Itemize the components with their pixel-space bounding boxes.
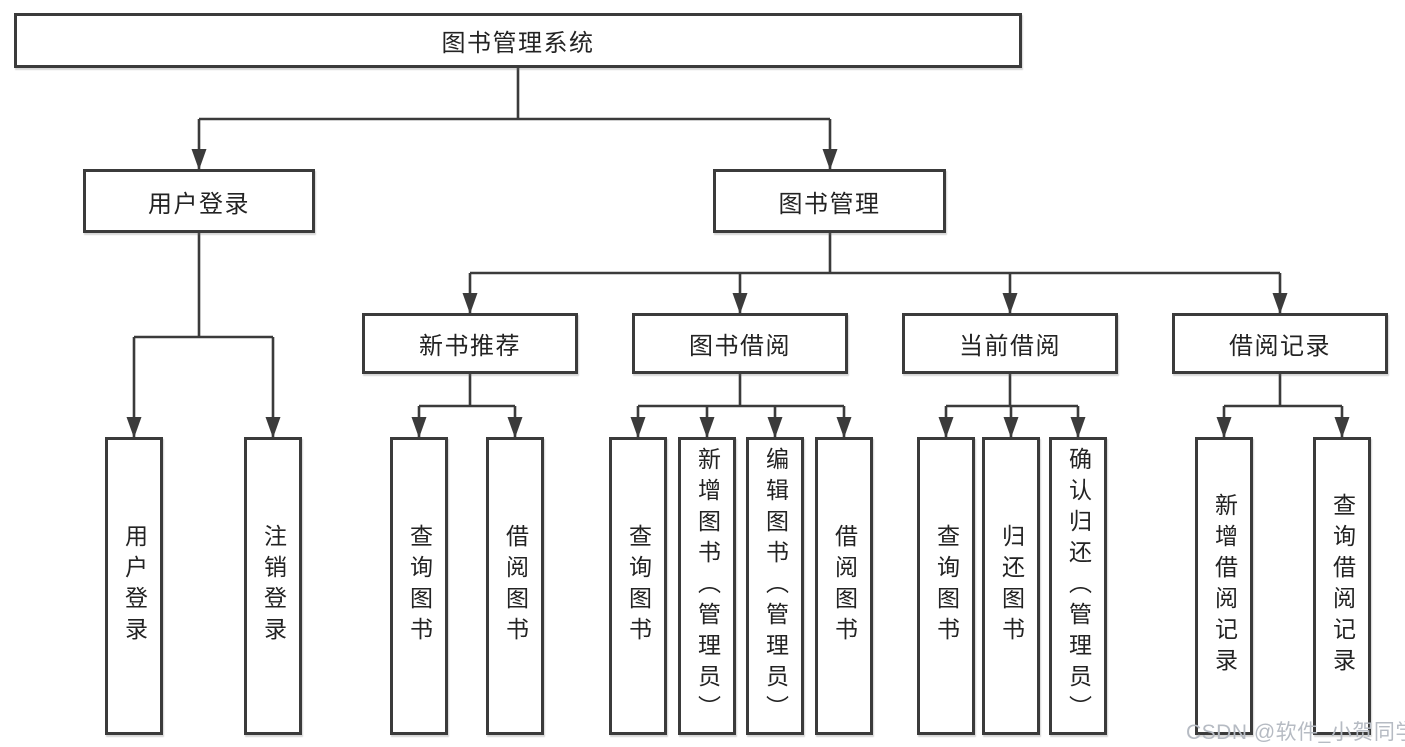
leaf-cb-return-books: 归还图书 bbox=[982, 437, 1040, 735]
leaf-user-login: 用户登录 bbox=[105, 437, 163, 735]
node-user-login-label: 用户登录 bbox=[148, 190, 250, 218]
node-book-management-label: 图书管理 bbox=[778, 190, 881, 218]
leaf-nb-query-books-label: 查询图书 bbox=[406, 524, 433, 648]
leaf-bb-add-books-admin-label: 新增图书（管理员） bbox=[694, 446, 721, 726]
leaf-query-borrow-record-label: 查询借阅记录 bbox=[1329, 493, 1356, 679]
leaf-cb-query-books: 查询图书 bbox=[917, 437, 975, 735]
leaf-query-borrow-record: 查询借阅记录 bbox=[1313, 437, 1371, 735]
node-current-borrow-label: 当前借阅 bbox=[959, 333, 1061, 360]
node-root: 图书管理系统 bbox=[14, 13, 1022, 68]
leaf-bb-edit-books-admin-label: 编辑图书（管理员） bbox=[762, 446, 789, 726]
leaf-cb-query-books-label: 查询图书 bbox=[933, 524, 960, 648]
leaf-cb-return-books-label: 归还图书 bbox=[998, 524, 1025, 648]
node-new-book-recommend: 新书推荐 bbox=[362, 313, 578, 374]
node-new-book-recommend-label: 新书推荐 bbox=[419, 333, 521, 360]
node-borrow-records-label: 借阅记录 bbox=[1229, 333, 1331, 360]
node-book-management: 图书管理 bbox=[713, 169, 946, 233]
leaf-nb-borrow-books-label: 借阅图书 bbox=[502, 524, 529, 648]
leaf-add-borrow-record-label: 新增借阅记录 bbox=[1211, 493, 1238, 679]
leaf-logout: 注销登录 bbox=[244, 437, 302, 735]
node-current-borrow: 当前借阅 bbox=[902, 313, 1118, 374]
csdn-watermark: CSDN @软件_小贺同学 bbox=[1186, 721, 1405, 744]
node-book-borrow: 图书借阅 bbox=[632, 313, 848, 374]
node-user-login: 用户登录 bbox=[83, 169, 315, 233]
leaf-bb-borrow-books: 借阅图书 bbox=[815, 437, 873, 735]
node-borrow-records: 借阅记录 bbox=[1172, 313, 1388, 374]
leaf-bb-edit-books-admin: 编辑图书（管理员） bbox=[746, 437, 804, 735]
leaf-logout-label: 注销登录 bbox=[260, 524, 287, 648]
leaf-user-login-label: 用户登录 bbox=[121, 524, 148, 648]
leaf-bb-query-books: 查询图书 bbox=[609, 437, 667, 735]
leaf-bb-add-books-admin: 新增图书（管理员） bbox=[678, 437, 736, 735]
leaf-cb-confirm-return-admin: 确认归还（管理员） bbox=[1049, 437, 1107, 735]
node-book-borrow-label: 图书借阅 bbox=[689, 333, 791, 360]
leaf-add-borrow-record: 新增借阅记录 bbox=[1195, 437, 1253, 735]
leaf-nb-query-books: 查询图书 bbox=[390, 437, 448, 735]
leaf-bb-borrow-books-label: 借阅图书 bbox=[831, 524, 858, 648]
leaf-bb-query-books-label: 查询图书 bbox=[625, 524, 652, 648]
node-root-label: 图书管理系统 bbox=[441, 30, 595, 57]
leaf-nb-borrow-books: 借阅图书 bbox=[486, 437, 544, 735]
leaf-cb-confirm-return-admin-label: 确认归还（管理员） bbox=[1065, 446, 1092, 726]
